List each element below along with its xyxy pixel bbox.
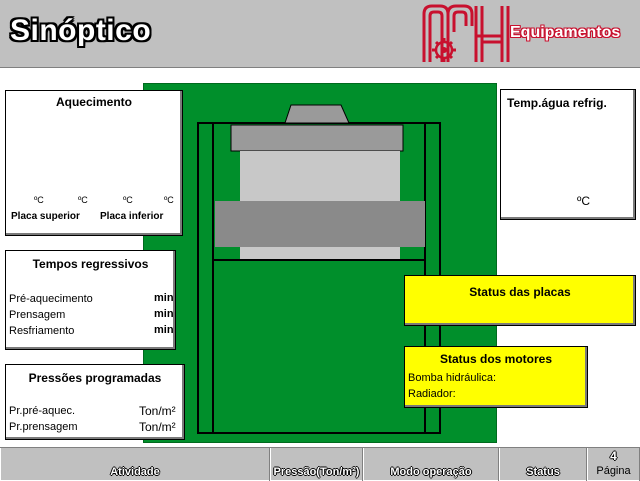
press-column-left: [197, 122, 214, 434]
page-button[interactable]: 4 Página: [587, 448, 640, 481]
pr-prensagem-unit: Ton/m²: [139, 420, 176, 434]
pr-pre-aquec-unit: Ton/m²: [139, 404, 176, 418]
page-label: Página: [596, 465, 631, 477]
tempos-panel: Tempos regressivos Pré-aquecimento min P…: [5, 250, 176, 350]
status-motores-panel: Status dos motores Bomba hidráulica: Rad…: [404, 346, 588, 408]
radiador-label: Radiador:: [408, 388, 456, 400]
status-button[interactable]: Status: [499, 448, 587, 481]
temp-agua-panel: Temp.água refrig. ºC: [500, 89, 636, 220]
pressao-label: Pressão(Ton/m²): [273, 466, 360, 478]
page-title: Sinóptico: [10, 14, 152, 47]
press-ram-top: [284, 104, 350, 124]
pressoes-title: Pressões programadas: [28, 371, 162, 385]
company-logo-icon: [422, 4, 510, 62]
aquecimento-panel: Aquecimento ºC ºC ºC ºC Placa superior P…: [5, 90, 183, 236]
status-placas-title: Status das placas: [469, 285, 571, 299]
pre-aquecimento-unit: min: [154, 292, 174, 304]
footer-bar: Atividade Pressão(Ton/m²) Modo operação …: [0, 447, 640, 481]
resfriamento-label: Resfriamento: [9, 325, 75, 337]
middle-platen: [215, 201, 425, 247]
atividade-label: Atividade: [110, 466, 160, 478]
upper-platen: [230, 124, 404, 152]
status-motores-title: Status dos motores: [439, 352, 553, 366]
pr-pre-aquec-label: Pr.pré-aquec.: [9, 405, 76, 417]
pre-aquecimento-label: Pré-aquecimento: [9, 293, 93, 305]
page-number: 4: [610, 449, 617, 463]
temp-unit-1: ºC: [34, 195, 44, 205]
bomba-hidraulica-label: Bomba hidráulica:: [408, 372, 497, 384]
atividade-button[interactable]: Atividade: [0, 448, 270, 481]
aquecimento-title: Aquecimento: [55, 95, 132, 109]
prensagem-label: Prensagem: [9, 309, 66, 321]
modo-operacao-button[interactable]: Modo operação: [363, 448, 499, 481]
header-bar: [0, 0, 640, 68]
lower-mold: [240, 247, 400, 259]
modo-operacao-label: Modo operação: [390, 466, 472, 478]
pressao-button[interactable]: Pressão(Ton/m²): [270, 448, 363, 481]
status-label: Status: [526, 466, 560, 478]
tempos-title: Tempos regressivos: [32, 257, 149, 271]
pressoes-panel: Pressões programadas Pr.pré-aquec. Ton/m…: [5, 364, 185, 440]
temp-unit-3: ºC: [123, 195, 133, 205]
pr-prensagem-label: Pr.prensagem: [9, 421, 78, 433]
temp-agua-unit: ºC: [577, 194, 591, 208]
placa-inferior-label: Placa inferior: [100, 211, 164, 222]
brand-name: Equipamentos: [510, 24, 621, 41]
press-diagram: [197, 104, 441, 434]
resfriamento-unit: min: [154, 324, 174, 336]
placa-superior-label: Placa superior: [11, 211, 80, 222]
temp-unit-4: ºC: [164, 195, 174, 205]
temp-unit-2: ºC: [78, 195, 88, 205]
upper-mold: [240, 151, 400, 201]
prensagem-unit: min: [154, 308, 174, 320]
status-placas-panel: Status das placas: [404, 275, 636, 326]
temp-agua-title: Temp.água refrig.: [507, 96, 607, 110]
